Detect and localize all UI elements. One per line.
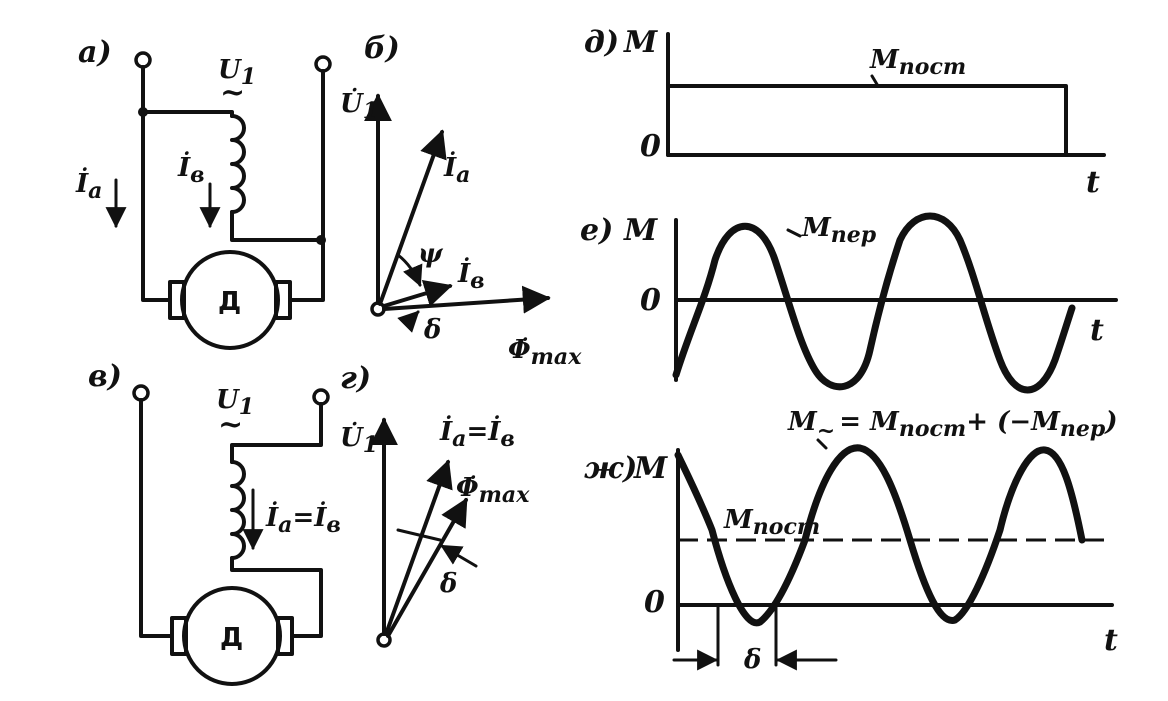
graph-zh-xlabel: t <box>1104 623 1118 658</box>
u1-label-b: U̇1 <box>340 88 378 124</box>
field-coil-a <box>230 114 246 214</box>
label-d: д) <box>584 25 619 60</box>
graph-d: д) M 0 t Mпост <box>584 25 1106 200</box>
graph-e-ylabel: M <box>623 213 658 248</box>
delta-arrow-b <box>397 310 420 333</box>
tilde-a: ~ <box>220 75 245 110</box>
ia-vector-b <box>378 129 447 306</box>
phi-label-g: Φ̇max <box>456 473 530 508</box>
delta-label-g: δ <box>439 569 457 599</box>
label-b: б) <box>364 31 400 66</box>
graph-e-zero: 0 <box>640 283 661 318</box>
ia-label-b: İа <box>443 151 470 188</box>
label-g: г) <box>340 361 371 396</box>
ia-vector-g <box>384 459 453 636</box>
phasor-g: г) U̇1 İа=İв Φ̇max δ <box>340 361 530 648</box>
graph-d-leader <box>870 74 880 88</box>
terminal-right-a <box>314 55 332 73</box>
graph-e-xlabel: t <box>1090 313 1104 348</box>
node-a-1 <box>138 107 148 117</box>
phi-vector-b <box>382 285 551 314</box>
terminal-left-v <box>132 384 150 402</box>
graph-d-curve-label: Mпост <box>869 45 966 80</box>
graph-zh-wave <box>674 444 1086 627</box>
graph-e-curve-label: Mпер <box>801 213 877 248</box>
wire-left-v <box>139 398 174 638</box>
graph-e-wave <box>672 212 1076 394</box>
phasor-b: б) U̇1 İа ψ İв δ Φ̇max <box>340 31 582 370</box>
graph-d-xlabel: t <box>1086 165 1100 200</box>
motor-label-v: Д <box>220 623 243 653</box>
tilde-v: ~ <box>218 407 243 442</box>
graph-d-curve <box>666 84 1068 157</box>
graph-zh-level-label: Mпост <box>723 505 820 540</box>
graph-zh-zero: 0 <box>644 585 665 620</box>
wire-top-v <box>230 402 323 464</box>
wire-coil-bottom-a <box>230 210 322 242</box>
circuit-a: а) Д U1 ~ İа İв <box>75 35 332 350</box>
current-field-a: İв <box>177 151 205 188</box>
delta-label-b: δ <box>423 315 441 345</box>
ib-label-b: İв <box>457 257 485 294</box>
wire-right-a <box>288 69 325 302</box>
ia-eq-label-g: İа=İв <box>439 415 515 452</box>
wire-left-a <box>141 65 172 302</box>
graph-e: е) M 0 t Mпер <box>580 212 1118 394</box>
wire-right-v <box>230 556 323 638</box>
current-total-a: İа <box>75 167 102 204</box>
psi-label-b: ψ <box>418 239 444 269</box>
label-e: е) <box>580 213 613 248</box>
graph-zh: ж) M 0 t Mпост δ M~= Mпост+ (−Mпер) <box>584 407 1118 675</box>
psi-arc-b <box>396 253 423 287</box>
graph-zh-formula: M~= Mпост+ (−Mпер) <box>787 407 1118 444</box>
label-v: в) <box>88 359 122 394</box>
graph-d-ylabel: M <box>623 25 658 60</box>
voltage-a: U1 <box>218 55 256 90</box>
node-a-2 <box>316 235 326 245</box>
current-label-v: İа=İв <box>265 501 341 538</box>
label-zh: ж) <box>584 451 637 486</box>
motor-v <box>182 586 282 686</box>
motor-a <box>180 250 280 350</box>
ib-vector-b <box>382 279 453 308</box>
graph-zh-delta-label: δ <box>743 645 761 675</box>
terminal-right-v <box>312 388 330 406</box>
phi-label-b: Φ̇max <box>508 335 582 370</box>
delta-tick-1-g <box>396 528 442 542</box>
field-coil-v <box>230 460 246 560</box>
graph-zh-ylabel: M <box>633 451 668 486</box>
graph-e-leader <box>786 228 802 238</box>
u1-label-g: U̇1 <box>340 422 378 458</box>
motor-label-a: Д <box>218 287 241 317</box>
delta-tick-2-g <box>440 544 478 568</box>
terminal-left-a <box>134 51 152 69</box>
label-a: а) <box>78 35 112 70</box>
wire-top-a <box>141 110 234 118</box>
graph-zh-leader <box>816 438 828 450</box>
circuit-v: в) Д U1 ~ İа=İв <box>88 359 341 686</box>
voltage-v: U1 <box>216 385 254 420</box>
graph-d-zero: 0 <box>640 129 661 164</box>
phi-vector-g <box>386 497 468 638</box>
